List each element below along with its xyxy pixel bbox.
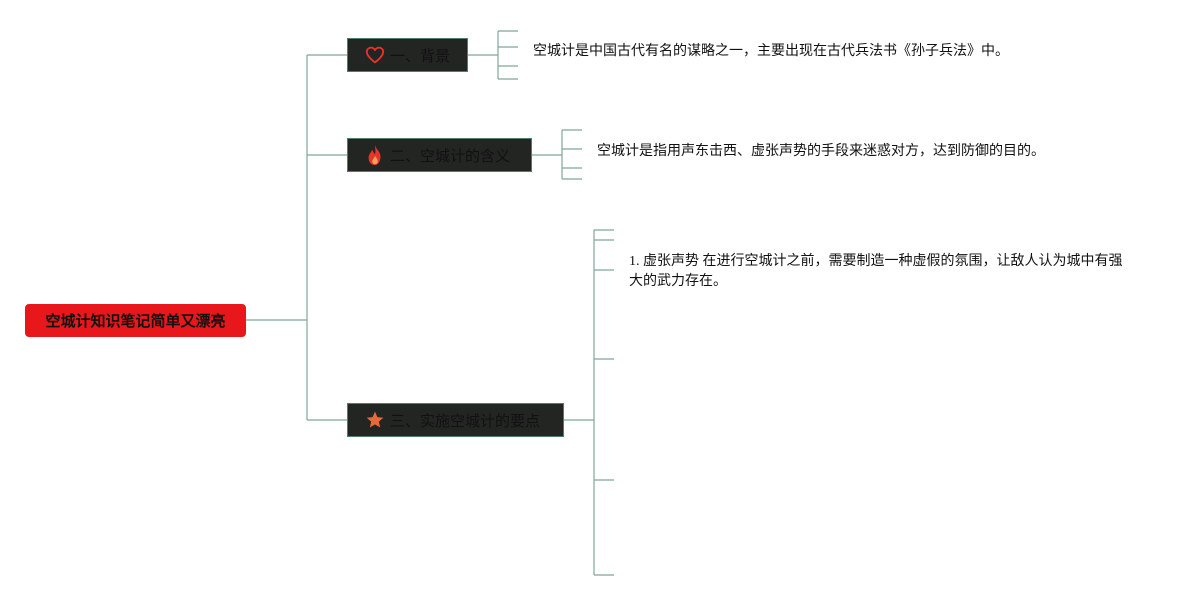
branch-node-label: 一、背景: [390, 46, 451, 65]
branch-node-label: 三、实施空城计的要点: [390, 411, 541, 430]
root-node-label: 空城计知识笔记简单又漂亮: [45, 312, 226, 330]
branch-node-meaning[interactable]: 二、空城计的含义: [347, 138, 532, 172]
branch-node-background[interactable]: 一、背景: [347, 38, 468, 72]
branch-node-key-points[interactable]: 三、实施空城计的要点: [347, 403, 564, 437]
star-icon: [364, 409, 386, 431]
branch-node-label: 二、空城计的含义: [390, 146, 511, 165]
heart-icon: [364, 44, 386, 66]
root-node[interactable]: 空城计知识笔记简单又漂亮: [25, 304, 246, 337]
leaf-detail-background: 空城计是中国古代有名的谋略之一，主要出现在古代兵法书《孙子兵法》中。: [533, 44, 1009, 59]
fire-icon: [364, 144, 386, 166]
leaf-detail-key-points: 1. 虚张声势 在进行空城计之前，需要制造一种虚假的氛围，让敌人认为城中有强大的…: [629, 254, 1123, 289]
leaf-detail-meaning: 空城计是指用声东击西、虚张声势的手段来迷惑对方，达到防御的目的。: [597, 144, 1045, 159]
